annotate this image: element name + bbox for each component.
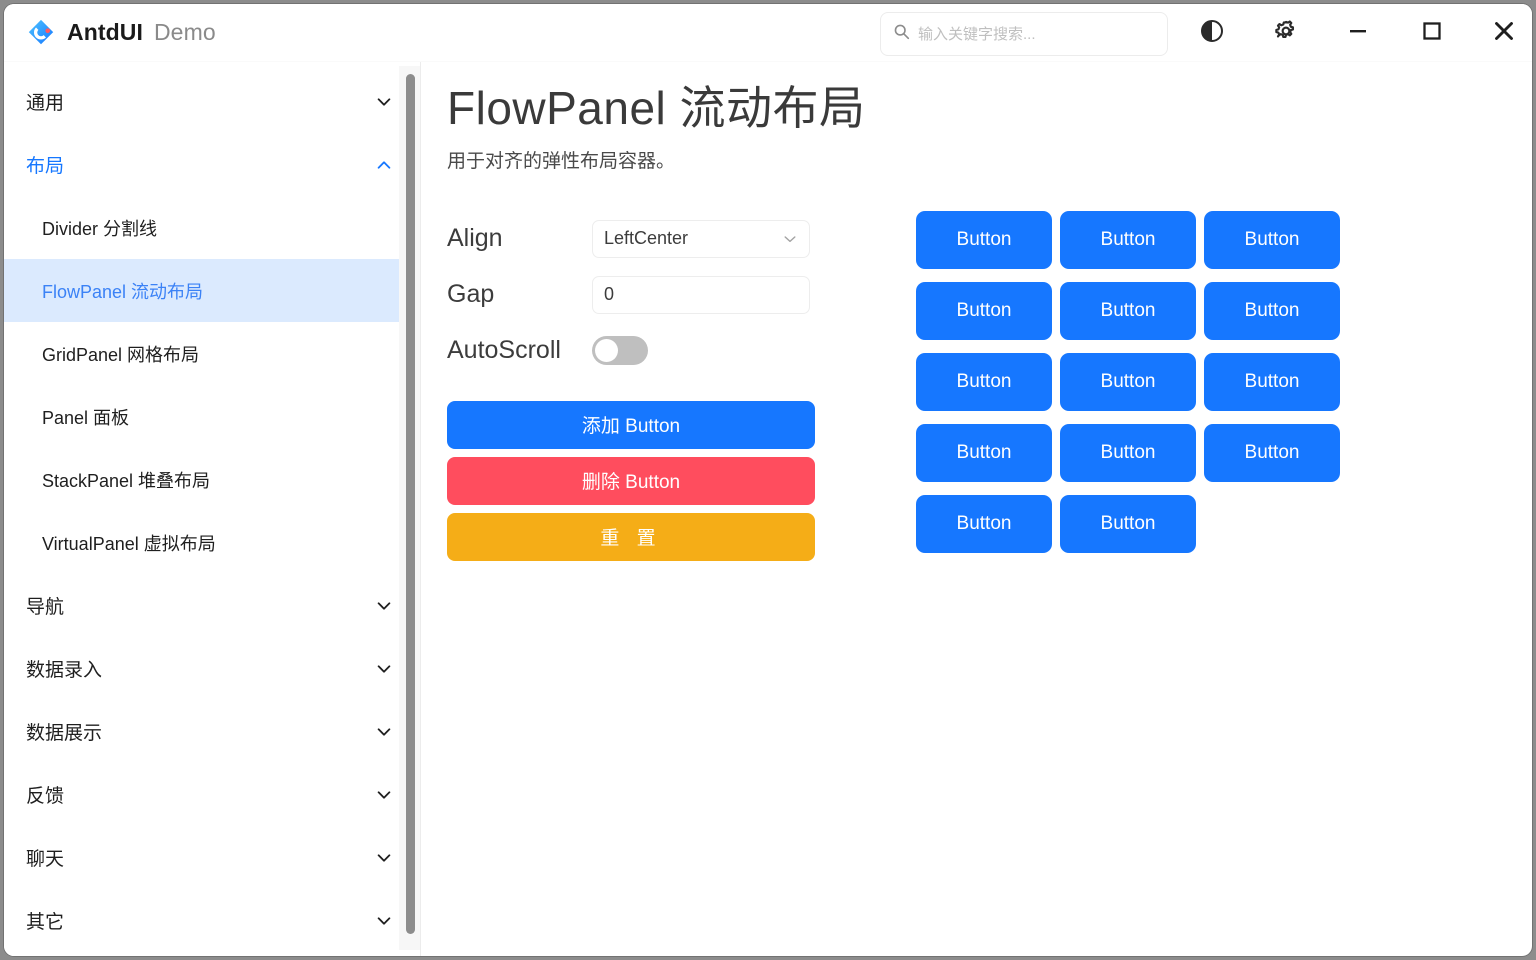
minimize-button[interactable] xyxy=(1334,4,1382,62)
brand: AntdUI Demo xyxy=(26,18,216,48)
flow-panel-column: Button Button Button Button Button Butto… xyxy=(862,211,1532,566)
flow-button[interactable]: Button xyxy=(1060,424,1196,482)
flow-button[interactable]: Button xyxy=(1060,495,1196,553)
sidebar-item-label: Divider 分割线 xyxy=(42,215,157,241)
chevron-up-icon xyxy=(375,156,393,174)
sidebar-scrollbar-thumb[interactable] xyxy=(406,74,415,934)
gap-input[interactable]: 0 xyxy=(592,276,810,314)
form-row-autoscroll: AutoScroll xyxy=(447,323,862,379)
antdui-logo-icon xyxy=(26,18,56,48)
close-icon xyxy=(1489,16,1519,51)
chevron-down-icon xyxy=(375,93,393,111)
flow-button[interactable]: Button xyxy=(1060,211,1196,269)
sidebar-group-label: 数据录入 xyxy=(26,655,102,682)
flow-panel: Button Button Button Button Button Butto… xyxy=(916,211,1491,566)
flow-button[interactable]: Button xyxy=(1204,353,1340,411)
form-row-align: Align LeftCenter xyxy=(447,211,862,267)
sidebar-item-virtualpanel[interactable]: VirtualPanel 虚拟布局 xyxy=(4,511,421,574)
flow-button[interactable]: Button xyxy=(916,282,1052,340)
sidebar-group-daohang[interactable]: 导航 xyxy=(4,574,421,637)
title-bar: AntdUI Demo xyxy=(4,4,1532,62)
sidebar-group-tongyong[interactable]: 通用 xyxy=(4,70,421,133)
chevron-down-icon xyxy=(375,723,393,741)
search-box[interactable] xyxy=(880,12,1168,56)
sidebar-item-label: VirtualPanel 虚拟布局 xyxy=(42,530,216,556)
reset-button-action[interactable]: 重 置 xyxy=(447,513,815,561)
settings-button[interactable] xyxy=(1262,4,1310,62)
chevron-down-icon xyxy=(375,912,393,930)
search-input[interactable] xyxy=(918,26,1155,43)
flow-button[interactable]: Button xyxy=(1060,353,1196,411)
sidebar-group-label: 聊天 xyxy=(26,844,64,871)
add-button-action[interactable]: 添加 Button xyxy=(447,401,815,449)
maximize-icon xyxy=(1419,18,1445,49)
sidebar-item-panel[interactable]: Panel 面板 xyxy=(4,385,421,448)
sidebar-scrollbar-track[interactable] xyxy=(399,66,421,950)
minimize-icon xyxy=(1345,18,1371,49)
autoscroll-label: AutoScroll xyxy=(447,336,592,365)
close-button[interactable] xyxy=(1480,4,1528,62)
sidebar-item-flowpanel[interactable]: FlowPanel 流动布局 xyxy=(4,259,421,322)
align-label: Align xyxy=(447,224,592,253)
flow-button[interactable]: Button xyxy=(1204,211,1340,269)
gap-label: Gap xyxy=(447,280,592,309)
sidebar-item-divider[interactable]: Divider 分割线 xyxy=(4,196,421,259)
search-icon xyxy=(893,23,910,45)
gap-input-value: 0 xyxy=(604,284,614,305)
sidebar-item-label: StackPanel 堆叠布局 xyxy=(42,467,210,493)
sidebar-menu: 通用 布局 Divider 分割线 FlowPanel 流动布局 xyxy=(4,62,421,952)
sidebar-group-shujuzhanshi[interactable]: 数据展示 xyxy=(4,700,421,763)
form-column: Align LeftCenter Gap xyxy=(447,211,862,566)
chevron-down-icon xyxy=(375,849,393,867)
sidebar-item-label: FlowPanel 流动布局 xyxy=(42,278,203,304)
main-content: FlowPanel 流动布局 用于对齐的弹性布局容器。 Align LeftCe… xyxy=(421,62,1532,956)
flow-button[interactable]: Button xyxy=(1204,424,1340,482)
sidebar-group-label: 其它 xyxy=(26,907,64,934)
chevron-down-icon xyxy=(375,786,393,804)
sidebar-group-label: 数据展示 xyxy=(26,718,102,745)
sidebar-group-liaotian[interactable]: 聊天 xyxy=(4,826,421,889)
sidebar-item-stackpanel[interactable]: StackPanel 堆叠布局 xyxy=(4,448,421,511)
sidebar-group-label: 反馈 xyxy=(26,781,64,808)
chevron-down-icon xyxy=(375,597,393,615)
autoscroll-toggle[interactable] xyxy=(592,336,648,365)
flow-button[interactable]: Button xyxy=(916,211,1052,269)
theme-toggle-button[interactable] xyxy=(1188,4,1236,62)
chevron-down-icon xyxy=(782,231,798,247)
sidebar-group-label: 布局 xyxy=(26,151,64,178)
page-description: 用于对齐的弹性布局容器。 xyxy=(447,146,1532,173)
demo-row: Align LeftCenter Gap xyxy=(447,211,1532,566)
sidebar-item-gridpanel[interactable]: GridPanel 网格布局 xyxy=(4,322,421,385)
align-select-value: LeftCenter xyxy=(604,228,688,249)
body: 通用 布局 Divider 分割线 FlowPanel 流动布局 xyxy=(4,62,1532,956)
sidebar-group-shujuluru[interactable]: 数据录入 xyxy=(4,637,421,700)
form-row-gap: Gap 0 xyxy=(447,267,862,323)
sidebar-group-buju[interactable]: 布局 xyxy=(4,133,421,196)
sidebar-group-label: 通用 xyxy=(26,88,64,115)
brand-subtitle: Demo xyxy=(154,19,216,46)
chevron-down-icon xyxy=(375,660,393,678)
maximize-button[interactable] xyxy=(1408,4,1456,62)
flow-button[interactable]: Button xyxy=(1060,282,1196,340)
delete-button-action[interactable]: 删除 Button xyxy=(447,457,815,505)
sidebar-group-fankui[interactable]: 反馈 xyxy=(4,763,421,826)
contrast-circle-icon xyxy=(1199,18,1225,49)
sidebar-item-label: GridPanel 网格布局 xyxy=(42,341,199,367)
sidebar-group-label: 导航 xyxy=(26,592,64,619)
flow-button[interactable]: Button xyxy=(916,495,1052,553)
flow-button[interactable]: Button xyxy=(1204,282,1340,340)
brand-name: AntdUI xyxy=(67,19,143,46)
page-title: FlowPanel 流动布局 xyxy=(447,80,1532,138)
gear-icon xyxy=(1273,18,1299,49)
sidebar-group-qita[interactable]: 其它 xyxy=(4,889,421,952)
sidebar-item-label: Panel 面板 xyxy=(42,404,129,430)
sidebar: 通用 布局 Divider 分割线 FlowPanel 流动布局 xyxy=(4,62,421,956)
app-window: AntdUI Demo xyxy=(4,4,1532,956)
align-select[interactable]: LeftCenter xyxy=(592,220,810,258)
flow-button[interactable]: Button xyxy=(916,424,1052,482)
autoscroll-toggle-knob xyxy=(595,339,618,362)
flow-button[interactable]: Button xyxy=(916,353,1052,411)
